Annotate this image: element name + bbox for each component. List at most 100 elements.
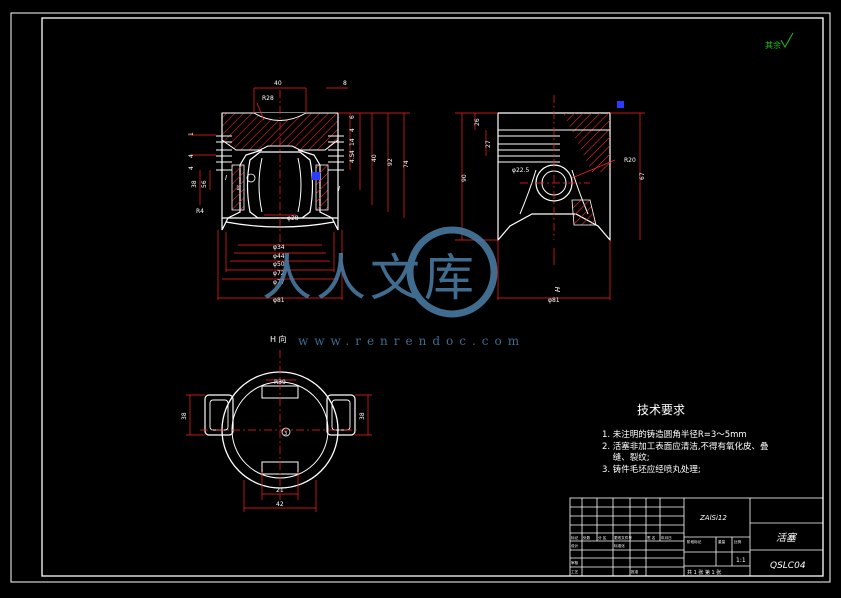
tb-label-11: 审核 [571,560,579,565]
tb-label-0: 标记 [571,535,579,540]
tb-label-5: 年月日 [661,535,672,540]
side-section-hatch [563,113,610,172]
tb-label-8: 阶段标记 [687,539,702,544]
note-1: 1. 未注明的铸造圆角半径R=3～5mm [602,429,747,440]
note-2b: 缝、裂纹; [602,452,650,463]
tb-label-3: 更改文件号 [614,535,632,540]
side-dim-left-1: 27 [485,140,492,148]
section-dim-texts: 40 8 R28 6 4 14 4 4.5 40 92 74 1 4 4 38 … [188,80,410,304]
dim-bottom-1: φ44 [273,253,285,260]
roughness-mark: 其余 [765,32,794,50]
tb-label-4: 签 名 [647,535,656,540]
tb-label-10: 比例 [734,539,742,544]
dim-right-6: 92 [387,158,394,166]
section-dim-lines [190,87,410,300]
bottom-dim-r: R39 [274,379,286,386]
ring-grooves-right [328,135,344,171]
technical-notes: 技术要求 1. 未注明的铸造圆角半径R=3～5mm 2. 活塞非加工表面应清洁,… [602,403,769,475]
section-mark-left: I [225,174,227,182]
view-arrow-label: H [554,286,562,292]
side-dim-right: 67 [639,172,646,180]
dim-bottom-4: φ77 [273,279,285,286]
title-block [569,497,824,577]
note-3: 3. 铸件毛坯应经喷丸处理; [602,464,701,475]
dim-left-0: 1 [188,132,195,136]
dim-right-5: 40 [371,154,378,162]
watermark-text: 人人文库 [262,249,478,307]
dim-right-1: 4 [349,128,356,132]
boss-left-outer [204,394,234,436]
outer-frame [10,12,831,583]
pin-bore-hatch-left [231,164,245,211]
side-dim-left-2: 90 [461,174,468,182]
tb-label-9: 重量 [718,539,726,544]
ring-grooves-left [216,135,232,171]
tb-label-2: 分 区 [598,535,607,540]
side-dim-phi-pin: φ22.5 [512,167,530,174]
note-2: 2. 活塞非加工表面应清洁,不得有氧化皮、叠 [602,441,769,452]
bottom-dim-texts: R39 38 38 21 42 [181,379,366,508]
side-dim-bottom: φ81 [548,297,560,304]
bottom-dim-0: 21 [276,487,284,494]
side-boss-hatch [571,199,597,226]
bottom-dim-left: 38 [181,412,188,420]
pin-bore-hatch-right [315,164,329,211]
dim-right-2: 14 [349,138,356,146]
section-view: 40 8 R28 6 4 14 4 4.5 40 92 74 1 4 4 38 … [188,80,410,304]
dim-right-0: 6 [349,115,356,119]
title-block-text: ZAlSi12 活塞 QSLC04 1:1 共 1 张 第 1 张 标记 处数 … [571,514,806,576]
side-dim-lines [455,112,645,300]
roughness-check-icon [780,32,794,49]
bottom-dim-1: 42 [276,501,284,508]
dim-r5: R4 [196,208,204,215]
watermark: 人人文库 www.renrendoc.com [262,226,525,348]
inner-frame [41,17,824,577]
bottom-dim-right: 38 [359,412,366,420]
piston-body-outline [221,113,339,231]
dim-top-8: 8 [343,80,347,87]
dim-bottom-5: φ81 [273,297,285,304]
dim-bottom-2: φ50 [273,261,285,268]
boss-right-outer [326,394,356,436]
dim-right-3: 4 [349,150,356,154]
tb-label-1: 处数 [583,535,591,540]
combustion-bowl [253,112,307,121]
side-dim-texts: 26 27 90 φ22.5 R20 67 φ81 [461,118,646,304]
dim-right-7: 74 [403,160,410,168]
watermark-ring-icon [406,226,498,318]
dim-bottom-0: φ34 [273,244,285,251]
tb-label-13: 批准 [631,569,639,574]
dim-r28: R28 [262,95,274,102]
dim-left-1: 4 [188,154,195,158]
roughness-text: 其余 [765,40,781,50]
detail-circle-icon [246,173,256,183]
tb-label-12: 工艺 [571,569,579,574]
side-view: 26 27 90 φ22.5 R20 67 φ81 H [455,95,646,304]
tb-label-6: 设计 [571,543,579,548]
bottom-view: H 向 3 R39 38 38 21 42 [181,334,372,512]
bottom-view-title: H 向 [270,334,287,344]
side-dim-r20: R20 [624,157,636,164]
drawing-number: QSLC04 [770,561,806,571]
side-blue-marker-icon [617,101,624,108]
blue-marker-icon [312,172,320,180]
pin-bore-lines [258,157,302,213]
bottom-center-circle-icon [281,427,291,437]
watermark-url: www.renrendoc.com [298,334,525,348]
dim-left-3: 38 [191,180,198,188]
dim-left-4: 56 [201,180,208,188]
bottom-center-label: 3 [284,431,287,437]
dim-top-40: 40 [274,80,282,87]
dim-bottom-3: φ72 [273,270,285,277]
bottom-dim-lines [186,379,372,512]
dim-phi28: φ28 [287,215,299,222]
dim-left-2: 4 [188,166,195,170]
section-mark-right: I [338,185,340,193]
scale-value: 1:1 [736,557,746,564]
pin-boss-inner [246,151,314,219]
material-label: ZAlSi12 [699,514,727,522]
dim-r1: 1 [236,185,240,192]
dim-right-4: 4.5 [349,153,356,163]
